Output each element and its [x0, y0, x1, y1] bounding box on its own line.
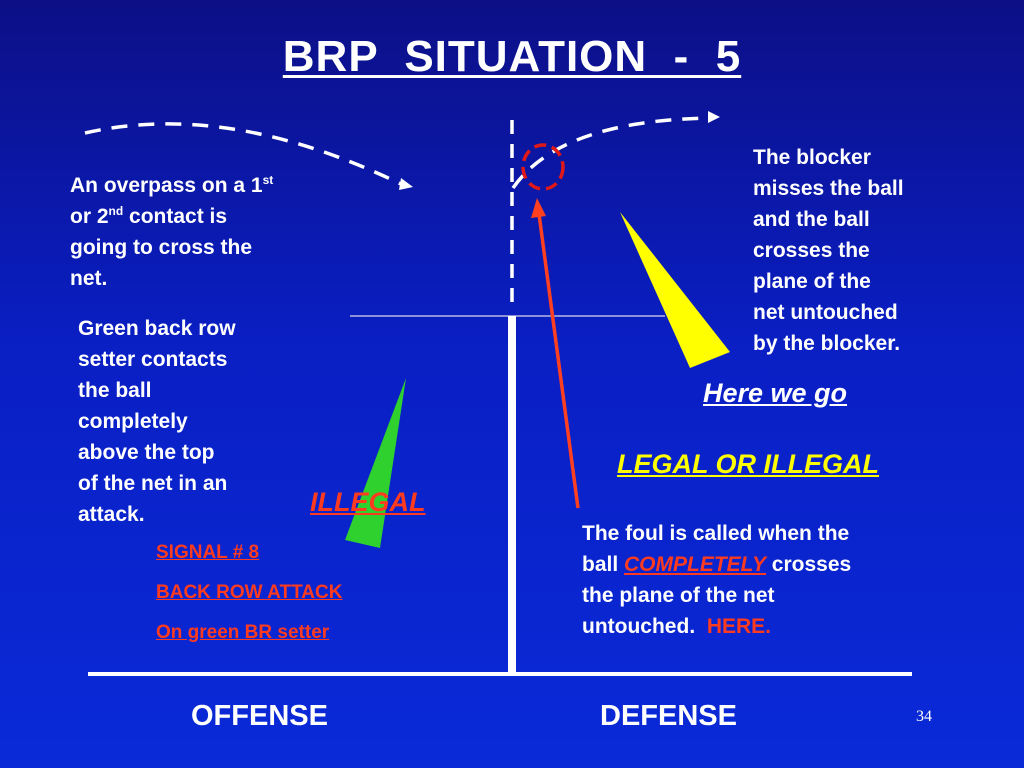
- legal-or-text: LEGAL OR: [617, 449, 757, 479]
- overpass-arrowhead: [399, 178, 413, 190]
- blocker-line: and the ball: [753, 208, 870, 231]
- overpass-description: An overpass on a 1st or 2nd contact is g…: [70, 170, 340, 294]
- setter-line: of the net in an: [78, 472, 228, 495]
- foul-line2a: ball: [582, 553, 625, 576]
- ball-crossing-circle: [521, 143, 565, 191]
- setter-description: Green back row setter contacts the ball …: [78, 313, 308, 530]
- page-number: 34: [916, 708, 932, 725]
- foul-line2c: crosses: [765, 553, 852, 576]
- overpass-line4: net.: [70, 267, 108, 290]
- setter-line: completely: [78, 410, 188, 433]
- foul-description: The foul is called when the ball COMPLET…: [582, 518, 922, 642]
- overpass-line1: An overpass on a 1: [70, 174, 263, 197]
- yellow-pointer: [620, 212, 730, 368]
- overpass-line2a: or 2: [70, 205, 109, 228]
- blocker-line: plane of the: [753, 270, 871, 293]
- here-emphasis: HERE.: [706, 615, 772, 638]
- setter-line: Green back row: [78, 317, 236, 340]
- setter-line: setter contacts: [78, 348, 228, 371]
- blocker-line: The blocker: [753, 146, 871, 169]
- overpass-trajectory: [84, 122, 406, 188]
- foul-line4a: untouched.: [582, 615, 707, 638]
- overpass-line2b: contact is: [123, 205, 228, 228]
- blocker-line: net untouched: [753, 301, 898, 324]
- offense-label: OFFENSE: [191, 700, 328, 732]
- illegal-ruling-label: ILLEGAL: [310, 487, 426, 517]
- signal-number: SIGNAL # 8: [156, 542, 260, 563]
- foul-line3: the plane of the net: [582, 584, 775, 607]
- illegal-yellow-text: ILLEGAL: [763, 449, 880, 479]
- blocker-description: The blocker misses the ball and the ball…: [753, 142, 983, 359]
- foul-pointer-arrow: [537, 213, 580, 509]
- blocker-line: crosses the: [753, 239, 870, 262]
- signal-name: BACK ROW ATTACK: [156, 582, 343, 603]
- overpass-sup1: st: [262, 173, 274, 187]
- blocker-line: misses the ball: [753, 177, 904, 200]
- setter-line: the ball: [78, 379, 152, 402]
- overpass-line3: going to cross the: [70, 236, 253, 259]
- setter-line: attack.: [78, 503, 145, 526]
- here-we-go-label: Here we go: [703, 378, 848, 408]
- legal-or-illegal-label: LEGAL OR ILLEGAL: [617, 449, 879, 480]
- setter-line: above the top: [78, 441, 215, 464]
- crossing-arrowhead: [708, 111, 720, 123]
- blocker-line: by the blocker.: [753, 332, 901, 355]
- signal-on-player: On green BR setter: [156, 622, 330, 643]
- foul-line1: The foul is called when the: [582, 522, 850, 545]
- green-pointer: [345, 378, 406, 548]
- overpass-sup2: nd: [108, 204, 124, 218]
- defense-label: DEFENSE: [600, 700, 737, 732]
- completely-emphasis: COMPLETELY: [624, 553, 766, 576]
- foul-pointer-arrowhead: [531, 198, 546, 218]
- slide-title: BRP SITUATION - 5: [282, 32, 742, 81]
- crossing-trajectory: [511, 116, 713, 189]
